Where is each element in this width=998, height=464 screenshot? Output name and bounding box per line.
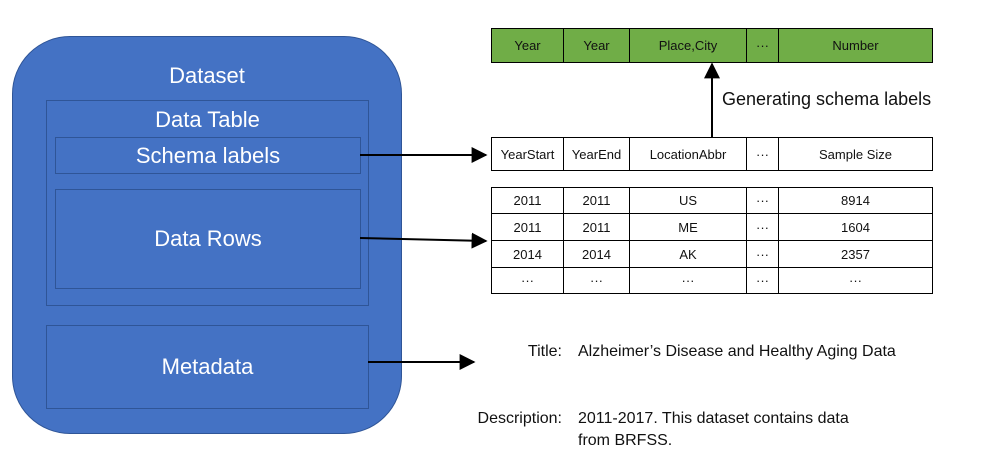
metadata-title-key: Title: xyxy=(527,343,562,360)
table-row: ··· ··· ··· ··· ··· xyxy=(491,267,933,294)
generated-schema-cell: Year xyxy=(491,28,564,63)
original-schema-cell: ··· xyxy=(746,137,779,171)
table-cell: 2011 xyxy=(491,213,564,241)
generated-schema-cell: Year xyxy=(563,28,630,63)
table-cell: 2011 xyxy=(491,187,564,214)
original-schema-cell: YearEnd xyxy=(563,137,630,171)
metadata-title-value: Alzheimer’s Disease and Healthy Aging Da… xyxy=(578,343,896,360)
generating-caption: Generating schema labels xyxy=(722,89,932,109)
original-schema-cell: LocationAbbr xyxy=(629,137,747,171)
data-table-box: Data Table Schema labels Data Rows xyxy=(46,100,369,306)
table-cell: ··· xyxy=(491,267,564,294)
table-row: 2011 2011 ME ··· 1604 xyxy=(491,213,933,241)
metadata-box: Metadata xyxy=(46,325,369,409)
generated-schema-cell: Place,City xyxy=(629,28,747,63)
data-rows-label: Data Rows xyxy=(154,226,262,251)
rows-to-table-arrow xyxy=(359,232,488,249)
metadata-label: Metadata xyxy=(161,354,254,379)
generated-schema-table: Year Year Place,City ··· Number xyxy=(491,28,933,63)
generated-schema-cell: ··· xyxy=(746,28,779,63)
dataset-container: Dataset Data Table Schema labels Data Ro… xyxy=(12,36,402,434)
table-cell: 1604 xyxy=(778,213,933,241)
original-schema-row: YearStart YearEnd LocationAbbr ··· Sampl… xyxy=(491,137,933,171)
original-schema-table: YearStart YearEnd LocationAbbr ··· Sampl… xyxy=(491,137,933,171)
dataset-title: Dataset xyxy=(169,63,245,88)
table-cell: ··· xyxy=(778,267,933,294)
table-cell: ME xyxy=(629,213,747,241)
data-table-title: Data Table xyxy=(155,107,260,132)
table-cell: 8914 xyxy=(778,187,933,214)
table-cell: ··· xyxy=(629,267,747,294)
schema-labels-label: Schema labels xyxy=(135,143,281,168)
table-cell: US xyxy=(629,187,747,214)
metadata-description-key: Description: xyxy=(477,410,562,427)
table-row: 2011 2011 US ··· 8914 xyxy=(491,187,933,214)
schema-labels-box: Schema labels xyxy=(55,137,361,174)
generated-schema-row: Year Year Place,City ··· Number xyxy=(491,28,933,63)
generated-schema-cell: Number xyxy=(778,28,933,63)
original-schema-cell: YearStart xyxy=(491,137,564,171)
metadata-description-line2: from BRFSS. xyxy=(578,432,673,449)
table-row: 2014 2014 AK ··· 2357 xyxy=(491,240,933,268)
metadata-description-line1: 2011-2017. This dataset contains data xyxy=(578,410,849,427)
table-cell: ··· xyxy=(746,213,779,241)
data-rows-table: 2011 2011 US ··· 8914 2011 2011 ME ··· 1… xyxy=(491,187,933,294)
table-cell: ··· xyxy=(746,267,779,294)
table-cell: ··· xyxy=(563,267,630,294)
original-schema-cell: Sample Size xyxy=(778,137,933,171)
